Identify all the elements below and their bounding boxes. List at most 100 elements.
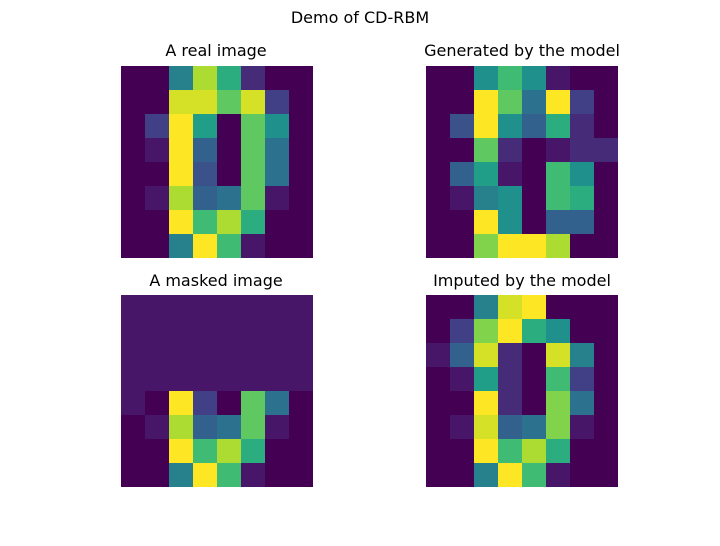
heatmap-cell bbox=[426, 415, 450, 439]
heatmap-cell bbox=[450, 162, 474, 186]
heatmap-cell bbox=[193, 367, 217, 391]
heatmap-cell bbox=[570, 295, 594, 319]
heatmap-cell bbox=[217, 234, 241, 258]
heatmap-cell bbox=[546, 295, 570, 319]
heatmap-cell bbox=[450, 367, 474, 391]
heatmap-cell bbox=[498, 391, 522, 415]
heatmap-cell bbox=[217, 319, 241, 343]
heatmap-cell bbox=[570, 319, 594, 343]
heatmap-cell bbox=[570, 90, 594, 114]
heatmap-cell bbox=[450, 138, 474, 162]
heatmap-cell bbox=[570, 439, 594, 463]
panel-title-masked-image: A masked image bbox=[149, 271, 283, 290]
heatmap-cell bbox=[450, 463, 474, 487]
heatmap-cell bbox=[546, 138, 570, 162]
heatmap-cell bbox=[594, 391, 618, 415]
heatmap-cell bbox=[594, 90, 618, 114]
heatmap-cell bbox=[121, 439, 145, 463]
heatmap-cell bbox=[546, 463, 570, 487]
heatmap-cell bbox=[121, 391, 145, 415]
heatmap-cell bbox=[217, 463, 241, 487]
heatmap-cell bbox=[522, 210, 546, 234]
heatmap-cell bbox=[426, 66, 450, 90]
heatmap-cell bbox=[169, 319, 193, 343]
heatmap-cell bbox=[570, 186, 594, 210]
heatmap-cell bbox=[145, 90, 169, 114]
heatmap-cell bbox=[241, 138, 265, 162]
heatmap-cell bbox=[474, 319, 498, 343]
heatmap-cell bbox=[522, 295, 546, 319]
heatmap-cell bbox=[265, 415, 289, 439]
heatmap-cell bbox=[426, 138, 450, 162]
heatmap-cell bbox=[594, 463, 618, 487]
heatmap-cell bbox=[193, 210, 217, 234]
heatmap-cell bbox=[169, 367, 193, 391]
heatmap-cell bbox=[474, 463, 498, 487]
heatmap-cell bbox=[498, 66, 522, 90]
heatmap-cell bbox=[289, 343, 313, 367]
heatmap-cell bbox=[145, 367, 169, 391]
heatmap-cell bbox=[169, 90, 193, 114]
heatmap-cell bbox=[546, 210, 570, 234]
heatmap-cell bbox=[169, 162, 193, 186]
heatmap-cell bbox=[121, 210, 145, 234]
heatmap-cell bbox=[289, 295, 313, 319]
heatmap-cell bbox=[426, 391, 450, 415]
heatmap-cell bbox=[546, 114, 570, 138]
heatmap-cell bbox=[169, 295, 193, 319]
heatmap-cell bbox=[498, 162, 522, 186]
heatmap-cell bbox=[265, 391, 289, 415]
heatmap-cell bbox=[145, 439, 169, 463]
heatmap-cell bbox=[498, 439, 522, 463]
heatmap-cell bbox=[217, 295, 241, 319]
heatmap-cell bbox=[193, 162, 217, 186]
heatmap-cell bbox=[426, 114, 450, 138]
heatmap-cell bbox=[546, 343, 570, 367]
heatmap-cell bbox=[265, 367, 289, 391]
heatmap-generated-image bbox=[426, 66, 618, 258]
heatmap-cell bbox=[570, 162, 594, 186]
heatmap-cell bbox=[265, 234, 289, 258]
heatmap-cell bbox=[594, 439, 618, 463]
heatmap-cell bbox=[546, 367, 570, 391]
heatmap-cell bbox=[145, 138, 169, 162]
heatmap-cell bbox=[241, 295, 265, 319]
heatmap-cell bbox=[265, 439, 289, 463]
heatmap-cell bbox=[498, 234, 522, 258]
heatmap-cell bbox=[289, 439, 313, 463]
heatmap-cell bbox=[145, 234, 169, 258]
heatmap-cell bbox=[522, 415, 546, 439]
heatmap-cell bbox=[241, 90, 265, 114]
heatmap-cell bbox=[546, 391, 570, 415]
heatmap-cell bbox=[474, 162, 498, 186]
heatmap-cell bbox=[474, 295, 498, 319]
heatmap-cell bbox=[522, 367, 546, 391]
heatmap-cell bbox=[522, 162, 546, 186]
heatmap-cell bbox=[193, 114, 217, 138]
heatmap-cell bbox=[498, 90, 522, 114]
heatmap-cell bbox=[289, 138, 313, 162]
heatmap-cell bbox=[193, 66, 217, 90]
heatmap-cell bbox=[145, 66, 169, 90]
heatmap-cell bbox=[594, 415, 618, 439]
heatmap-cell bbox=[426, 90, 450, 114]
heatmap-cell bbox=[498, 367, 522, 391]
heatmap-cell bbox=[241, 415, 265, 439]
heatmap-cell bbox=[450, 210, 474, 234]
heatmap-cell bbox=[570, 391, 594, 415]
heatmap-cell bbox=[193, 415, 217, 439]
heatmap-cell bbox=[594, 319, 618, 343]
heatmap-cell bbox=[546, 186, 570, 210]
heatmap-cell bbox=[217, 210, 241, 234]
heatmap-cell bbox=[121, 463, 145, 487]
heatmap-cell bbox=[570, 66, 594, 90]
heatmap-cell bbox=[522, 186, 546, 210]
heatmap-cell bbox=[450, 295, 474, 319]
heatmap-cell bbox=[474, 234, 498, 258]
heatmap-cell bbox=[289, 210, 313, 234]
heatmap-cell bbox=[498, 186, 522, 210]
heatmap-cell bbox=[522, 66, 546, 90]
heatmap-cell bbox=[193, 186, 217, 210]
heatmap-cell bbox=[546, 90, 570, 114]
heatmap-cell bbox=[169, 186, 193, 210]
